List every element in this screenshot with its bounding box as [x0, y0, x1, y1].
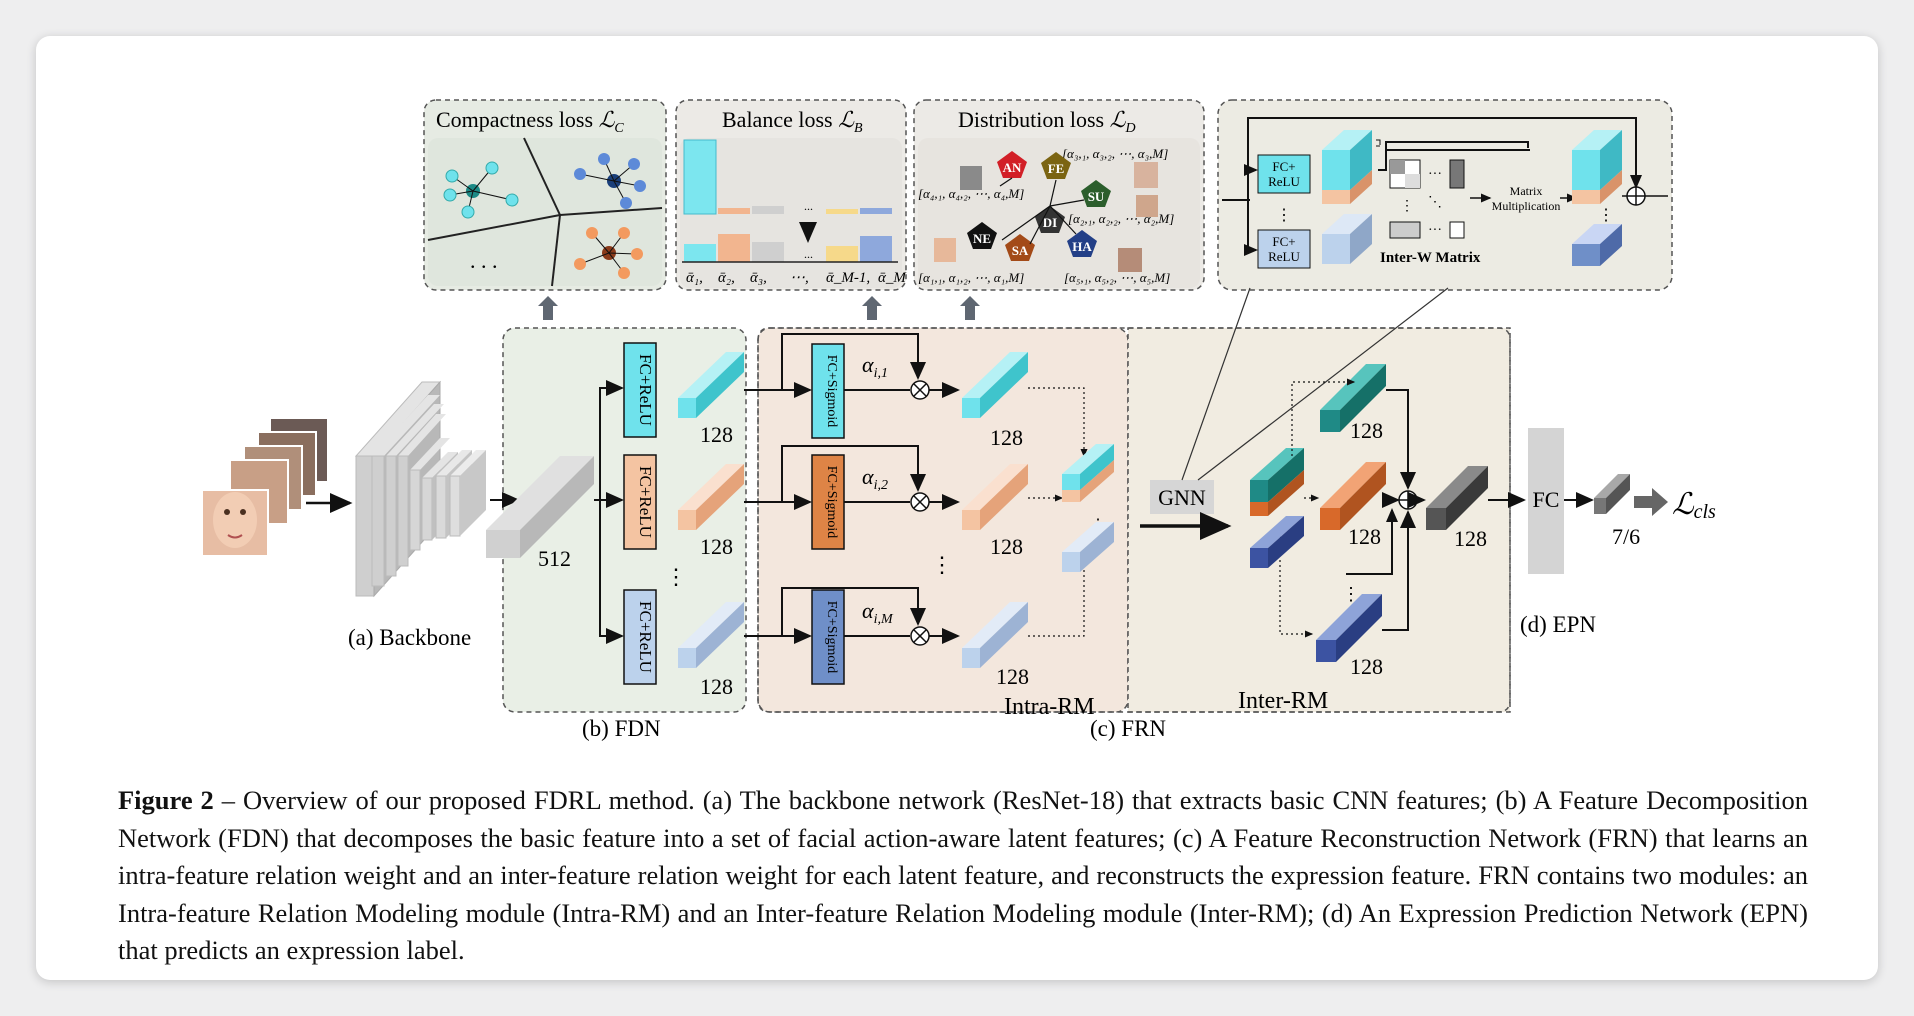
compactness-loss-title: Compactness loss ℒC: [436, 107, 624, 136]
svg-text:128: 128: [1350, 418, 1383, 443]
caption-label: Figure 2: [118, 785, 214, 815]
svg-text:FC+Sigmoid: FC+Sigmoid: [824, 601, 839, 673]
caption-text: – Overview of our proposed FDRL method. …: [118, 785, 1808, 965]
svg-text:⋮: ⋮: [1342, 584, 1360, 604]
svg-text:ReLU: ReLU: [1268, 174, 1300, 189]
svg-text:DI: DI: [1043, 215, 1057, 230]
svg-text:AN: AN: [1003, 160, 1022, 175]
intra-rm-label: Intra-RM: [1004, 694, 1095, 720]
inter-rm-label: Inter-RM: [1238, 688, 1328, 714]
inter-rm: ⋮ ⋮: [1250, 364, 1488, 662]
svg-text:NE: NE: [973, 231, 991, 246]
cluster-blue: [574, 153, 646, 209]
svg-text:128: 128: [1348, 524, 1381, 549]
svg-text:128: 128: [990, 425, 1023, 450]
svg-text:128: 128: [700, 674, 733, 699]
svg-text:FC+Sigmoid: FC+Sigmoid: [824, 355, 839, 427]
svg-text:ℒcls: ℒcls: [1672, 488, 1716, 523]
svg-text:···: ···: [1428, 223, 1442, 238]
dim-512: 512: [538, 546, 571, 571]
distribution-loss-panel: Distribution loss ℒD [α₃,₁, α₃,₂, ⋯, α₃,…: [913, 99, 1205, 291]
svg-text:FC+Sigmoid: FC+Sigmoid: [824, 466, 839, 538]
svg-text:[α₃,₁, α₃,₂, ⋯, α₃,M] [α: [α₃,₁, α₃,₂, ⋯, α₃,M] [α₄,₁, α₄,₂, ⋯, α₄…: [918, 146, 1178, 285]
backbone-cnn: [354, 380, 486, 598]
svg-text:FC: FC: [1533, 487, 1560, 512]
feature-512: [486, 456, 594, 558]
svg-text:⋮: ⋮: [665, 564, 687, 589]
inter-w-panel: FC+ ReLU FC+ ReLU ⋮ ··· ⋮ ⋱ ··· Inter-W …: [1217, 99, 1673, 291]
svg-text:HA: HA: [1072, 239, 1092, 254]
svg-text:⋮: ⋮: [931, 552, 953, 577]
svg-text:⋮: ⋮: [1400, 199, 1414, 214]
svg-text:Matrix: Matrix: [1510, 184, 1543, 198]
svg-text:SA: SA: [1012, 243, 1029, 258]
latent-features: [678, 352, 744, 668]
svg-text:...: ...: [804, 199, 813, 213]
stacked-features: ⋮: [1062, 444, 1114, 572]
svg-text:128: 128: [1350, 654, 1383, 679]
svg-text:αi,M: αi,M: [862, 598, 894, 627]
svg-text:αi,2: αi,2: [862, 464, 888, 493]
backbone-label: (a) Backbone: [348, 625, 471, 650]
cluster-orange: [574, 227, 643, 279]
fdn-label: (b) FDN: [582, 716, 661, 741]
svg-text:128: 128: [700, 422, 733, 447]
svg-text:αi,1: αi,1: [862, 352, 888, 381]
compactness-ellipsis: . . .: [470, 248, 498, 273]
epn-label: (d) EPN: [1520, 612, 1596, 637]
epn: FC ℒcls: [1488, 428, 1716, 574]
epn-dim: 7/6: [1612, 524, 1640, 549]
svg-text:Inter-W Matrix: Inter-W Matrix: [1380, 250, 1481, 266]
compactness-loss-panel: Compactness loss ℒC: [423, 99, 667, 291]
svg-text:FC+ReLU: FC+ReLU: [636, 466, 655, 538]
svg-text:128: 128: [996, 664, 1029, 689]
svg-text:···: ···: [1428, 167, 1442, 182]
svg-text:128: 128: [990, 534, 1023, 559]
cluster-cyan: [443, 161, 519, 219]
frn-label: (c) FRN: [1090, 716, 1166, 741]
svg-text:FC+: FC+: [1272, 234, 1295, 249]
loss-arrows: [538, 296, 980, 320]
svg-text:⋮: ⋮: [1276, 207, 1292, 224]
balance-loss-title: Balance loss ℒB: [722, 107, 863, 136]
figure-caption: Figure 2 – Overview of our proposed FDRL…: [118, 782, 1808, 970]
svg-text:ᾱ₁, ᾱ₂, ᾱ₃,: ᾱ₁, ᾱ₂, ᾱ₃, ⋯, ᾱ_M-1, ᾱ_M: [686, 270, 907, 286]
svg-text:⋮: ⋮: [1598, 207, 1614, 224]
svg-text:128: 128: [700, 534, 733, 559]
balance-loss-panel: Balance loss ℒB ... ... ᾱ₁, ᾱ₂, ᾱ₃, ⋯, ᾱ…: [675, 99, 907, 291]
distribution-loss-title: Distribution loss ℒD: [958, 107, 1136, 136]
svg-text:ReLU: ReLU: [1268, 249, 1300, 264]
svg-text:FE: FE: [1048, 161, 1065, 176]
fc-relu-blocks: FC+ReLU FC+ReLU FC+ReLU ⋮: [623, 342, 687, 685]
input-faces: [201, 417, 329, 557]
intra-rm: FC+Sigmoid FC+Sigmoid FC+Sigmoid αi,1 αi…: [744, 333, 1028, 685]
svg-text:128: 128: [1454, 526, 1487, 551]
svg-text:FC+: FC+: [1272, 159, 1295, 174]
svg-text:GNN: GNN: [1158, 485, 1206, 510]
svg-text:FC+ReLU: FC+ReLU: [636, 354, 655, 426]
svg-text:Multiplication: Multiplication: [1492, 199, 1561, 213]
svg-text:⋱: ⋱: [1428, 195, 1442, 210]
svg-text:...: ...: [804, 247, 813, 261]
svg-text:SU: SU: [1088, 189, 1105, 204]
gnn-block: [1150, 480, 1214, 514]
svg-text:FC+ReLU: FC+ReLU: [636, 601, 655, 673]
